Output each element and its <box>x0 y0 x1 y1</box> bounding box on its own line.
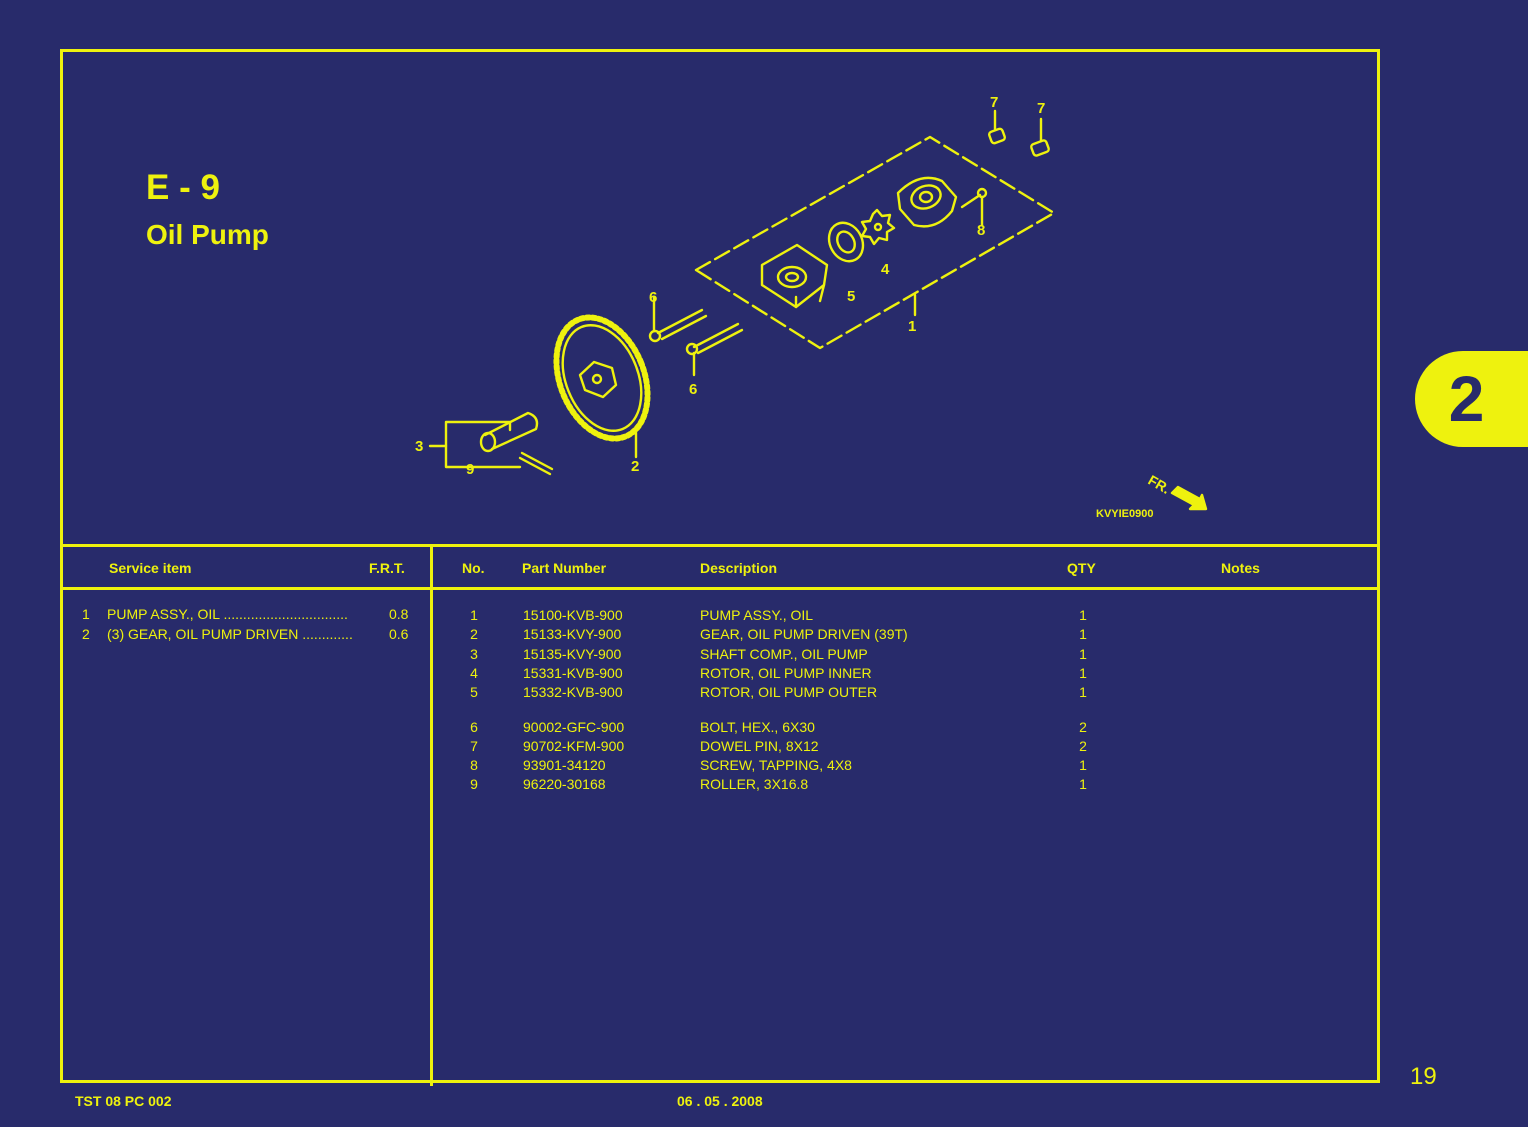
part-row-part-number: 93901-34120 <box>523 757 606 774</box>
part-number-header: Part Number <box>522 560 607 576</box>
part-row-description: DOWEL PIN, 8X12 <box>700 737 819 754</box>
section-code: E - 9 <box>146 168 220 207</box>
part-row-qty: 2 <box>1079 737 1087 754</box>
callout-6-upper: 6 <box>649 289 657 306</box>
part-row-qty: 1 <box>1079 684 1087 701</box>
part-row-description: ROTOR, OIL PUMP OUTER <box>700 684 878 701</box>
no-header: No. <box>462 560 485 576</box>
part-row-part-number: 15135-KVY-900 <box>523 645 622 662</box>
part-row-description: GEAR, OIL PUMP DRIVEN (39T) <box>700 626 908 643</box>
callout-9: 9 <box>466 461 474 478</box>
service-row-frt: 0.8 <box>389 606 409 622</box>
callout-5: 5 <box>847 288 855 305</box>
part-row-part-number: 90702-KFM-900 <box>523 737 625 754</box>
callout-1: 1 <box>908 318 916 335</box>
part-row-number: 4 <box>470 664 478 681</box>
description-header: Description <box>700 560 778 576</box>
part-row-number: 9 <box>470 776 478 793</box>
callout-2: 2 <box>631 458 639 475</box>
part-row-part-number: 15332-KVB-900 <box>523 684 623 701</box>
part-row-part-number: 96220-30168 <box>523 776 606 793</box>
part-row-part-number: 15331-KVB-900 <box>523 664 623 681</box>
part-row-number: 3 <box>470 645 478 662</box>
document-code: TST 08 PC 002 <box>75 1093 172 1109</box>
part-row-qty: 1 <box>1079 776 1087 793</box>
part-row-number: 8 <box>470 757 478 774</box>
callout-8: 8 <box>977 222 985 239</box>
part-row-qty: 1 <box>1079 626 1087 643</box>
part-row-qty: 1 <box>1079 645 1087 662</box>
part-row-number: 7 <box>470 737 478 754</box>
notes-header: Notes <box>1221 560 1260 576</box>
part-row-qty: 2 <box>1079 718 1087 735</box>
page-title: Oil Pump <box>146 219 269 250</box>
part-row-part-number: 15133-KVY-900 <box>523 626 622 643</box>
callout-3: 3 <box>415 438 423 455</box>
callout-7-right: 7 <box>1037 100 1045 117</box>
part-row-qty: 1 <box>1079 664 1087 681</box>
callout-4: 4 <box>881 261 890 278</box>
part-row-description: ROTOR, OIL PUMP INNER <box>700 664 872 681</box>
section-divider <box>60 544 1380 547</box>
callout-7-left: 7 <box>990 94 998 111</box>
service-row-number: 2 <box>82 625 90 642</box>
service-row-item: (3) GEAR, OIL PUMP DRIVEN ............. <box>107 625 353 642</box>
callout-6-lower: 6 <box>689 381 697 398</box>
part-row-number: 5 <box>470 684 478 701</box>
part-row-qty: 1 <box>1079 757 1087 774</box>
header-divider <box>60 587 1380 590</box>
part-row-part-number: 90002-GFC-900 <box>523 718 625 735</box>
part-row-description: PUMP ASSY., OIL <box>700 607 814 623</box>
part-row-number: 1 <box>470 607 478 623</box>
part-row-description: ROLLER, 3X16.8 <box>700 776 809 793</box>
part-row-description: SHAFT COMP., OIL PUMP <box>700 645 868 662</box>
exploded-parts-diagram: 1 2 3 4 5 6 6 7 7 8 9 FR. KVYIE0900 <box>415 94 1208 520</box>
part-row-number: 2 <box>470 626 478 643</box>
part-row-number: 6 <box>470 718 478 735</box>
document-date: 06 . 05 . 2008 <box>677 1093 763 1109</box>
part-row-qty: 1 <box>1079 607 1087 623</box>
part-row-description: BOLT, HEX., 6X30 <box>700 718 815 735</box>
diagram-code: KVYIE0900 <box>1096 508 1153 520</box>
part-row-part-number: 15100-KVB-900 <box>523 607 623 623</box>
column-divider <box>430 545 433 1086</box>
frt-header: F.R.T. <box>369 560 405 576</box>
service-row-number: 1 <box>82 606 90 622</box>
service-item-header: Service item <box>109 560 192 576</box>
page-number: 19 <box>1410 1063 1437 1090</box>
qty-header: QTY <box>1067 560 1096 576</box>
part-row-description: SCREW, TAPPING, 4X8 <box>700 757 852 774</box>
page-frame <box>60 49 1380 1083</box>
service-row-item: PUMP ASSY., OIL ........................… <box>107 606 348 622</box>
section-tab[interactable]: 2 <box>1415 351 1528 447</box>
service-row-frt: 0.6 <box>389 625 409 642</box>
front-marker: FR. <box>1146 472 1174 497</box>
